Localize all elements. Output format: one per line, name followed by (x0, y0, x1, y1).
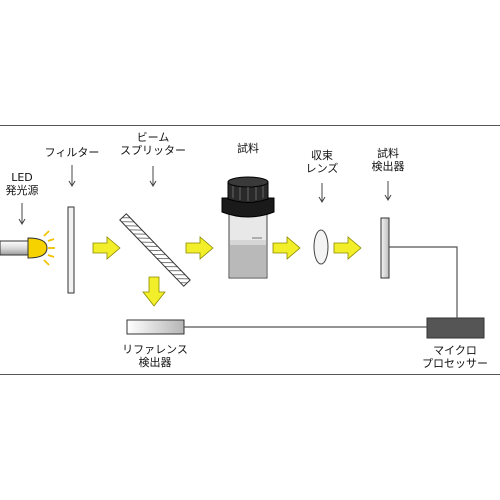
led-tube (0, 240, 29, 256)
cuvette-liquid (230, 244, 266, 277)
reference-detector-label-line2: 検出器 (138, 356, 172, 369)
pointer-arrow-icon (318, 183, 326, 203)
beam-splitter (119, 213, 191, 287)
cuvette-cap (221, 197, 275, 218)
reference-detector-label: リファレンス 検出器 (122, 343, 188, 369)
converging-lens-label: 収束 レンズ (306, 149, 339, 175)
converging-lens-label-line2: レンズ (305, 162, 339, 175)
sample-detector-label-line1: 試料 (377, 147, 399, 160)
led-label-line2: 発光源 (5, 184, 39, 197)
beam-splitter-label-line1: ビーム (136, 131, 170, 144)
arrow-right-icon (333, 236, 362, 260)
beam-splitter-label: ビーム スプリッター (120, 131, 186, 157)
sample-label: 試料 (237, 142, 259, 155)
microprocessor-label: マイクロ プロセッサー (422, 344, 488, 370)
label-pointers (18, 165, 392, 225)
reference-detector-plate (126, 319, 185, 335)
arrow-down-icon (142, 276, 166, 307)
converging-lens-label-line1: 収束 (311, 149, 333, 162)
pointer-arrow-icon (149, 166, 157, 187)
led-glow-icon (43, 230, 55, 266)
sample-cuvette (221, 176, 275, 279)
microprocessor-box (426, 317, 485, 339)
led-source-label: LED 発光源 (6, 171, 39, 197)
led-label-line1: LED (11, 171, 33, 184)
beam-splitter-label-line2: スプリッター (120, 144, 186, 157)
sample-detector-plate (380, 217, 390, 279)
sample-signal-wire (389, 246, 458, 318)
pointer-arrow-icon (384, 181, 392, 201)
sample-detector-label: 試料 検出器 (372, 147, 405, 173)
arrow-right-icon (272, 236, 301, 260)
diagram-frame (0, 125, 500, 375)
light-path-arrows (92, 236, 362, 307)
filter-label: フィルター (44, 146, 100, 159)
led-source (0, 230, 55, 266)
arrow-right-icon (185, 236, 214, 260)
converging-lens (313, 229, 329, 265)
pointer-arrow-icon (18, 203, 26, 225)
microprocessor-label-line2: プロセッサー (422, 357, 488, 370)
led-bulb (27, 237, 48, 259)
arrow-right-icon (92, 236, 121, 260)
sample-detector-label-line2: 検出器 (371, 160, 405, 173)
reference-detector-label-line1: リファレンス (122, 343, 188, 356)
microprocessor-label-line1: マイクロ (433, 344, 477, 357)
filter-plate (67, 206, 75, 294)
pointer-arrow-icon (68, 165, 76, 187)
